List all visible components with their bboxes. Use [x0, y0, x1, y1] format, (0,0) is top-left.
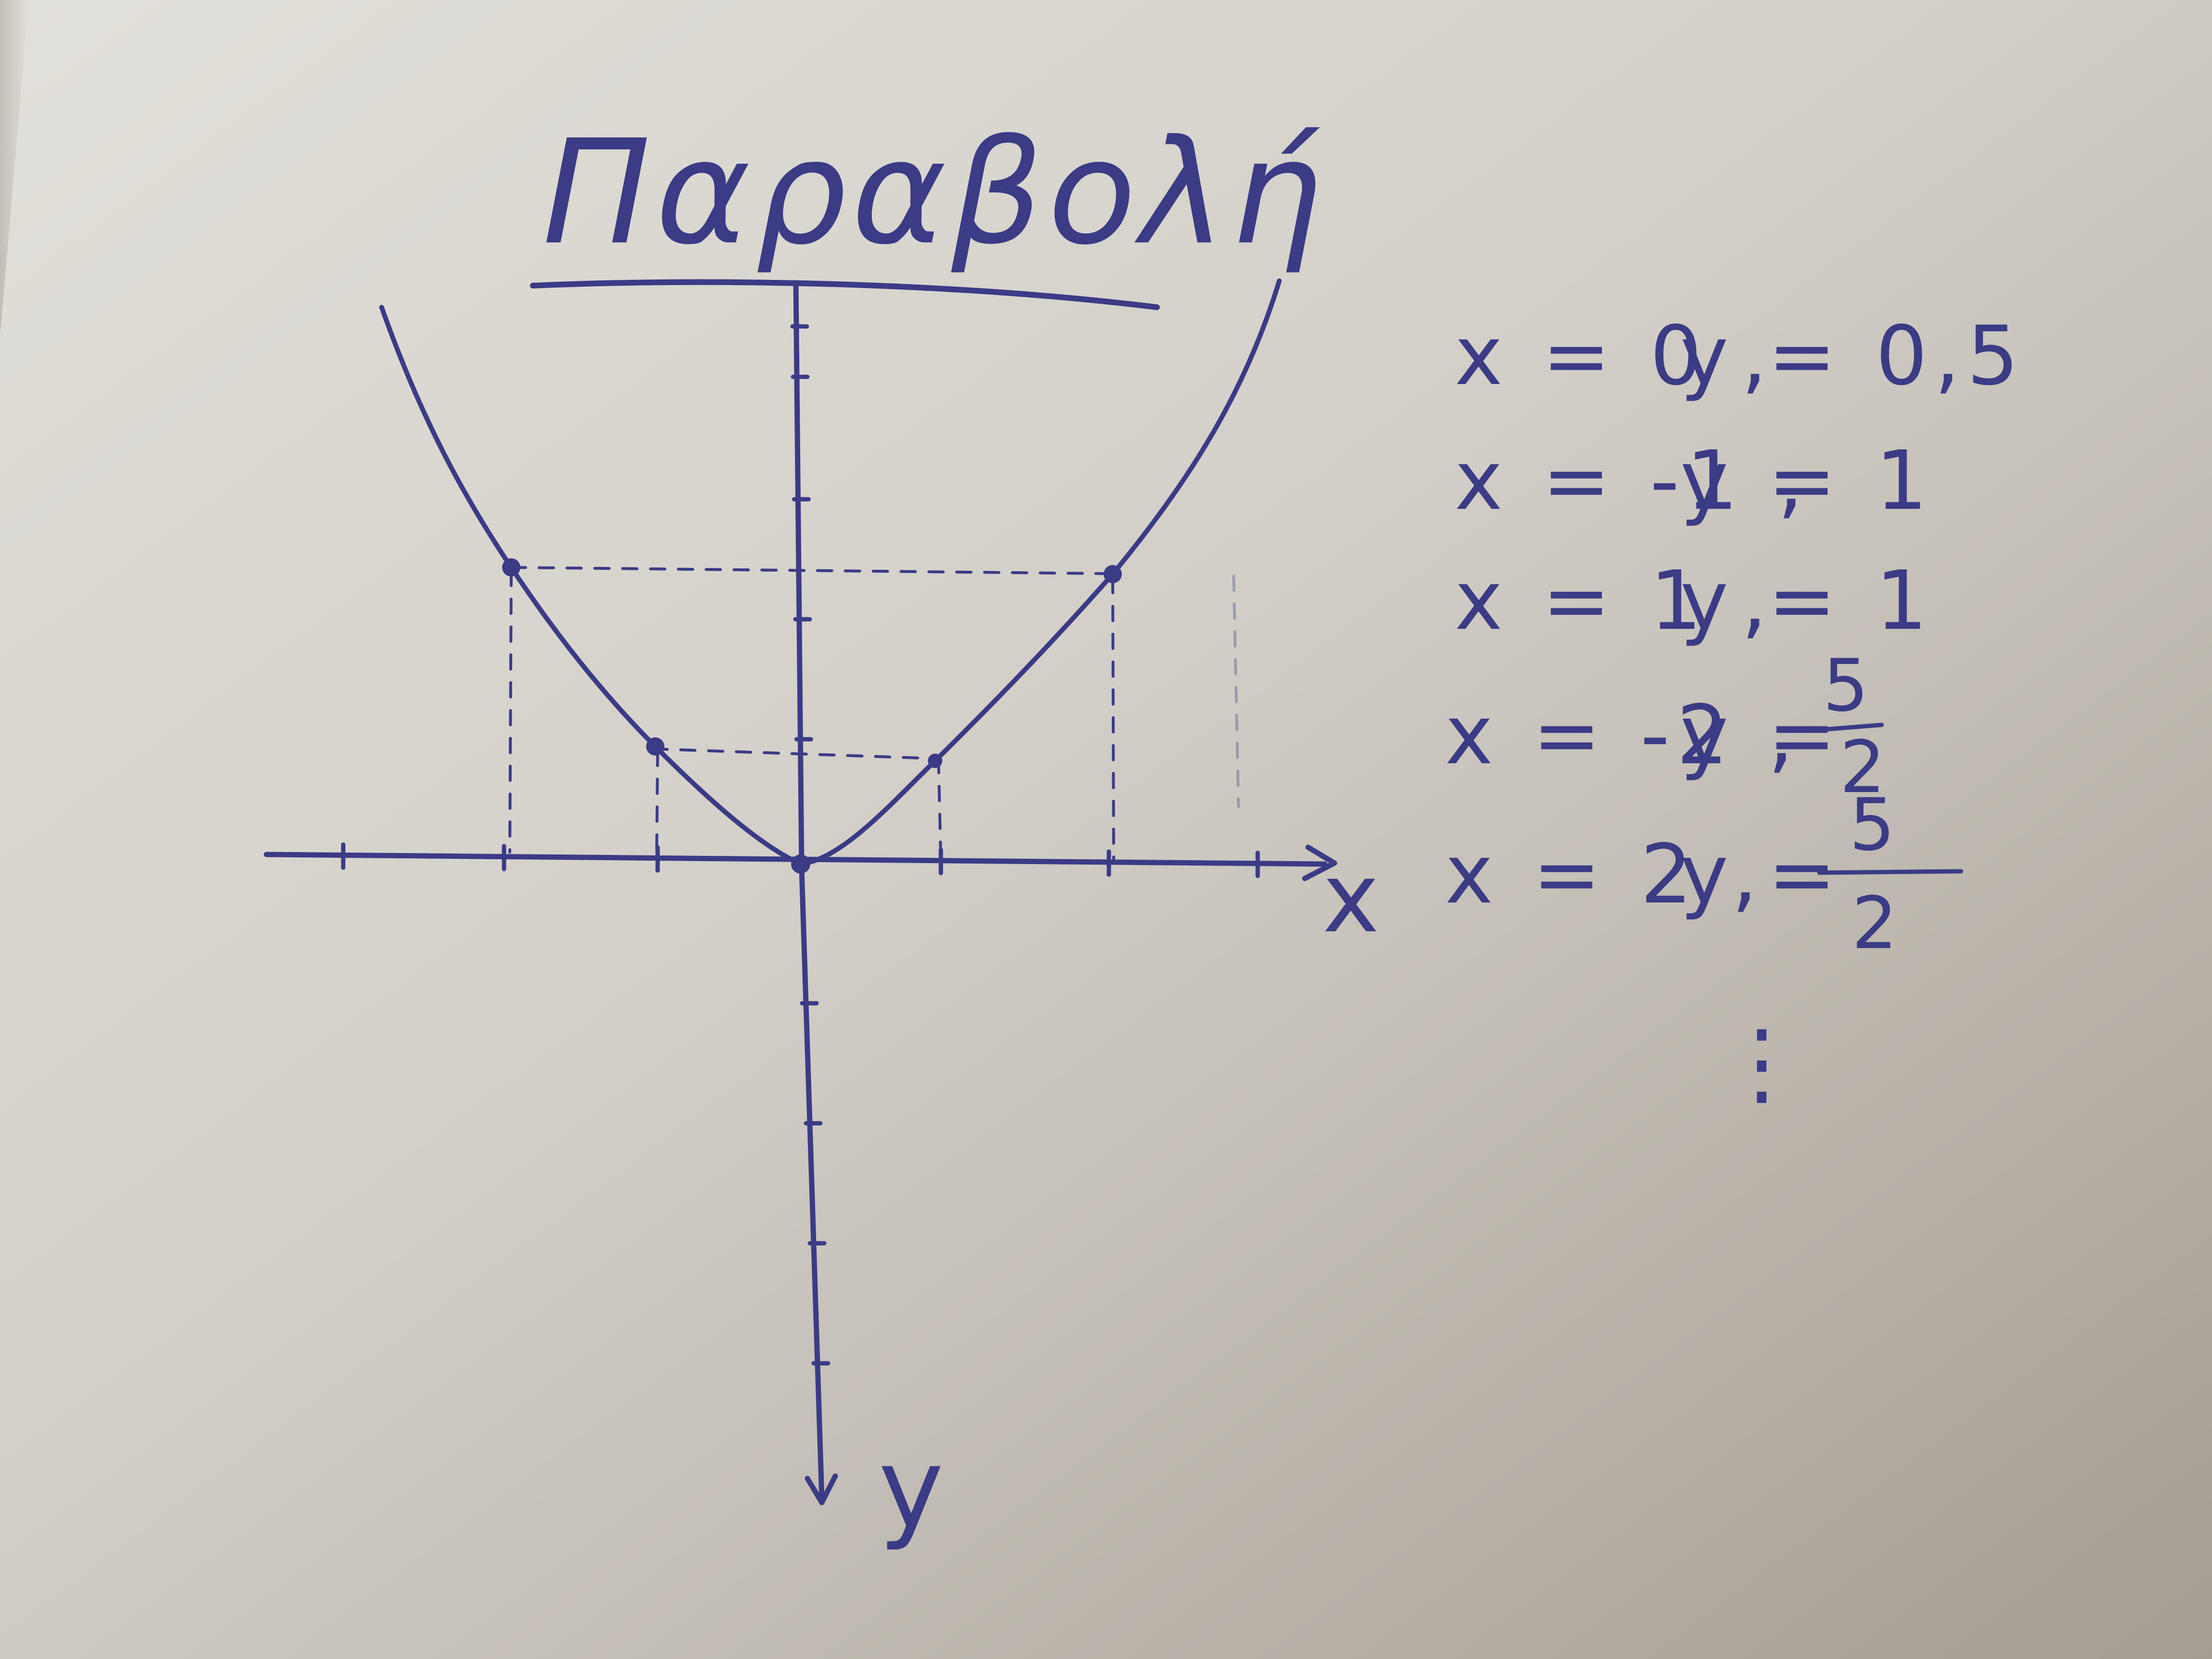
- point-neg1: [646, 737, 664, 756]
- x-axis-ticks: [341, 842, 1260, 878]
- note-row-5: x = 2 , y = 5 2: [1445, 783, 1963, 965]
- value-notes: x = 0 , y = 0,5 x = -1 , y = 1 x = 1 , y…: [1445, 309, 2025, 1116]
- guide-vertical-neg1: [655, 750, 659, 856]
- page-title: Παραβολή: [542, 109, 1327, 276]
- fraction-denominator: 2: [1851, 882, 1897, 965]
- continuation-ellipsis: ⋮: [1716, 1010, 1807, 1116]
- y-axis-arrow: [805, 1473, 838, 1505]
- title-underline: [530, 279, 1160, 310]
- x-axis-arrow: [1302, 844, 1337, 881]
- note-x-expr: x = 2 ,: [1445, 827, 1764, 922]
- note-x-expr: x = 1 ,: [1455, 553, 1774, 649]
- fraction-numerator: 5: [1823, 644, 1868, 728]
- fraction-numerator: 5: [1849, 783, 1895, 867]
- point-pos1: [928, 754, 942, 768]
- note-y-expr: y = 1: [1680, 553, 1934, 649]
- note-row-1: x = 0 , y = 0,5: [1455, 309, 2025, 404]
- note-y-expr: y = 1: [1680, 433, 1934, 529]
- note-x-expr: x = -1 ,: [1455, 433, 1810, 529]
- note-x-expr: x = -2 ,: [1445, 688, 1801, 783]
- paper-edge-shadow: [0, 0, 29, 336]
- note-row-2: x = -1 , y = 1: [1455, 433, 1934, 529]
- note-row-4: x = -2 , y = 5 2: [1445, 644, 1886, 809]
- note-x-expr: x = 0 ,: [1455, 309, 1774, 404]
- note-y-expr: y =: [1680, 688, 1843, 783]
- fraction-bar: [1817, 869, 1963, 875]
- guide-vertical-pos2: [1111, 577, 1115, 861]
- point-neg2: [502, 558, 520, 577]
- guide-horizontal-lower: [651, 747, 935, 760]
- plotted-points: [502, 558, 1122, 874]
- guide-vertical-neg2: [508, 570, 513, 854]
- guide-lines: [508, 566, 1240, 863]
- y-axis-label: y: [878, 1425, 944, 1553]
- point-pos2: [1104, 565, 1122, 583]
- guide-vertical-pos1: [937, 757, 942, 863]
- note-y-expr: y =: [1680, 827, 1843, 922]
- axes: x y: [264, 280, 1379, 1553]
- note-row-3: x = 1 , y = 1: [1455, 553, 1934, 649]
- point-vertex: [791, 854, 810, 874]
- note-y-expr: y = 0,5: [1680, 309, 2025, 404]
- y-axis-ticks: [790, 324, 830, 1366]
- guide-vertical-pos3-faint: [1232, 575, 1240, 808]
- fraction-denominator: 2: [1839, 726, 1885, 809]
- x-axis-label: x: [1322, 842, 1379, 954]
- fraction-bar: [1807, 722, 1884, 733]
